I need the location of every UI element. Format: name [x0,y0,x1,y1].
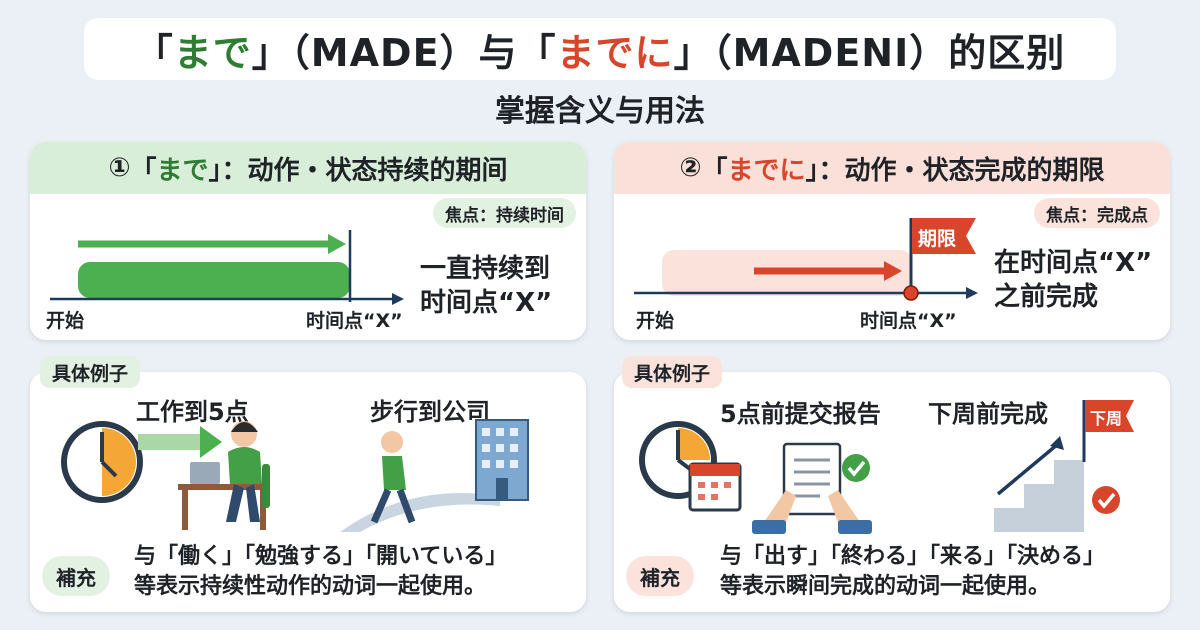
madeni-card-heading: ②「までに」：动作・状态完成的期限 [614,142,1170,194]
progress-arrow-icon [138,426,222,458]
focus-badge: 焦点：完成点 [1034,198,1160,228]
made-example-illustration [61,419,529,532]
title-madeni: までに [556,30,674,75]
title-bracket: 「 [517,30,557,75]
example-work-label: 工作到5点 [136,398,249,426]
meaning-text: 在时间点“X” 之前完成 [994,248,1153,312]
example-nextweek-label: 下周前完成 [928,400,1048,428]
title-bracket: 「 [134,30,174,75]
timeline-start-label: 开始 [46,310,85,332]
walking-person-icon [340,431,500,532]
focus-badge: 焦点：持续时间 [433,198,576,228]
supplement-text: 与「働く」「勉強する」「開いている」 等表示持续性动作的动词一起使用。 [134,544,508,599]
title-end: 」（MADENI）的区别 [673,30,1066,75]
next-week-flag-label: 下周 [1090,409,1123,428]
supplement-text: 与「出す」「終わる」「来る」「決める」 等表示瞬间完成的动词一起使用。 [720,544,1106,599]
timeline-start-label: 开始 [636,310,675,332]
report-document-icon [752,442,872,534]
duration-bar [78,262,350,298]
main-title: 「まで」（MADE）与「までに」（MADENI）的区别 [84,18,1116,80]
clock-icon [61,421,143,503]
calendar-icon [688,462,742,512]
subtitle: 掌握含义与用法 [495,94,705,129]
desk-worker-icon [178,421,270,530]
timeline-axis-arrowhead [966,287,978,299]
duration-timeline [50,230,404,305]
deadline-flag-label: 期限 [918,228,957,250]
deadline-arrowhead [884,261,902,281]
made-definition-card: ①「まで」：动作・状态持续的期间 焦点：持续时间 开始 时间点“X” 一直持续到… [30,142,586,340]
example-walk-label: 步行到公司 [370,398,490,426]
staircase-goal-icon [994,400,1134,532]
example-tag: 具体例子 [622,356,723,388]
supplement-tag: 補充 [42,556,110,596]
duration-arrowhead [328,234,346,254]
meaning-text: 一直持续到 时间点“X” [420,254,553,318]
example-tag: 具体例子 [40,356,141,388]
supplement-tag: 補充 [626,556,694,596]
example-report-label: 5点前提交报告 [720,400,881,428]
check-circle-icon [842,454,870,482]
timeline-point-label: 时间点“X” [306,310,403,332]
timeline-axis-arrowhead [392,293,404,305]
title-middle: 」（MADE）与 [251,30,518,75]
title-made: まで [173,30,252,75]
deadline-flag [912,218,976,254]
deadline-timeline [634,218,978,301]
office-building-icon [475,419,529,501]
timeline-point-label: 时间点“X” [860,310,957,332]
madeni-example-illustration [639,400,1134,534]
madeni-definition-card: ②「までに」：动作・状态完成的期限 焦点：完成点 期限 开始 时间点“X” 在时… [614,142,1170,340]
deadline-point [903,285,919,301]
made-card-heading: ①「まで」：动作・状态持续的期间 [30,142,586,194]
